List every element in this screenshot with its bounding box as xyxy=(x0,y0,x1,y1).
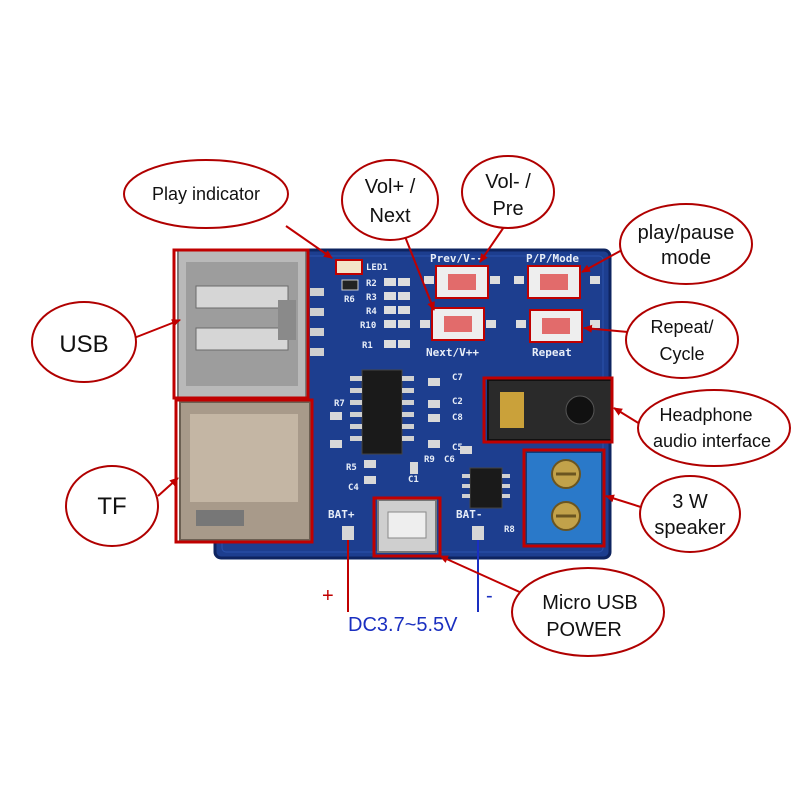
callout-micro-usb-line2: POWER xyxy=(546,619,622,641)
callout-play-pause-line1: play/pause xyxy=(638,222,735,244)
voltage-range: DC3.7~5.5V xyxy=(348,614,458,636)
silk-c5: C5 xyxy=(452,443,463,453)
callout-speaker-line2: speaker xyxy=(654,517,725,539)
silkscreen-labels: LED1 R2 R6 R3 R4 R10 R1 Prev/V-- P/P/Mod… xyxy=(328,252,579,535)
button-next xyxy=(431,307,485,341)
callout-micro-usb: Micro USB POWER xyxy=(511,567,665,657)
button-play-pause xyxy=(527,265,581,299)
callout-repeat-line2: Cycle xyxy=(659,344,704,364)
silk-r9: R9 xyxy=(424,455,435,465)
callout-vol-minus: Vol- / Pre xyxy=(461,155,555,229)
callout-repeat-line1: Repeat/ xyxy=(650,317,713,337)
speaker-terminal xyxy=(522,448,606,548)
callout-vol-plus-line1: Vol+ / xyxy=(365,176,416,198)
callout-usb: USB xyxy=(31,301,137,383)
button-prev xyxy=(435,265,489,299)
silk-next: Next/V++ xyxy=(426,346,479,359)
silk-r3: R3 xyxy=(366,293,377,303)
micro-usb-port xyxy=(372,496,442,558)
silk-c6: C6 xyxy=(444,455,455,465)
silk-c2: C2 xyxy=(452,397,463,407)
silk-r4: R4 xyxy=(366,307,377,317)
silk-r5: R5 xyxy=(346,463,357,473)
minus-label: - xyxy=(486,585,493,607)
callout-arrows xyxy=(133,223,645,595)
silk-led1: LED1 xyxy=(366,263,388,273)
callout-play-indicator-text: Play indicator xyxy=(152,184,260,204)
play-led xyxy=(335,259,363,275)
small-components xyxy=(330,378,472,484)
usb-pins xyxy=(310,288,324,356)
tf-card-slot xyxy=(174,398,314,544)
callout-headphone-line2: audio interface xyxy=(653,431,771,451)
callout-speaker: 3 W speaker xyxy=(639,475,741,553)
callout-tf: TF xyxy=(65,465,159,547)
battery-pads xyxy=(342,526,484,540)
callout-tf-text: TF xyxy=(97,493,126,520)
silk-r1: R1 xyxy=(362,341,373,351)
silk-c7: C7 xyxy=(452,373,463,383)
main-ic xyxy=(350,369,414,455)
callout-repeat: Repeat/ Cycle xyxy=(625,301,739,379)
silk-c4: C4 xyxy=(348,483,359,493)
silk-c8: C8 xyxy=(452,413,463,423)
callout-vol-minus-line1: Vol- / xyxy=(485,171,531,193)
callout-play-indicator: Play indicator xyxy=(123,159,289,229)
resistor-column xyxy=(341,278,410,348)
silk-r7: R7 xyxy=(334,399,345,409)
callout-micro-usb-line1: Micro USB xyxy=(542,592,638,614)
silk-bat-plus: BAT+ xyxy=(328,508,355,521)
plus-label: + xyxy=(322,585,334,607)
callout-play-pause-line2: mode xyxy=(661,247,711,269)
usb-a-port xyxy=(172,248,310,400)
silk-ppmode: P/P/Mode xyxy=(526,252,579,265)
headphone-jack xyxy=(482,376,614,444)
silk-r8: R8 xyxy=(504,525,515,535)
callout-speaker-line1: 3 W xyxy=(672,491,708,513)
silk-r10: R10 xyxy=(360,321,376,331)
callout-play-pause: play/pause mode xyxy=(619,203,753,285)
button-repeat xyxy=(529,309,583,343)
callout-vol-plus-line2: Next xyxy=(369,205,411,227)
callout-vol-plus: Vol+ / Next xyxy=(341,159,439,241)
silk-r6: R6 xyxy=(344,295,355,305)
callout-usb-text: USB xyxy=(59,331,108,358)
silk-repeat: Repeat xyxy=(532,346,572,359)
callout-headphone: Headphone audio interface xyxy=(637,389,791,467)
button-pads xyxy=(420,276,600,328)
amp-ic xyxy=(462,467,510,509)
callout-vol-minus-line2: Pre xyxy=(492,198,523,220)
silk-r2: R2 xyxy=(366,279,377,289)
silk-bat-minus: BAT- xyxy=(456,508,483,521)
silk-c1: C1 xyxy=(408,475,419,485)
callout-headphone-line1: Headphone xyxy=(659,405,752,425)
silk-prev: Prev/V-- xyxy=(430,252,483,265)
